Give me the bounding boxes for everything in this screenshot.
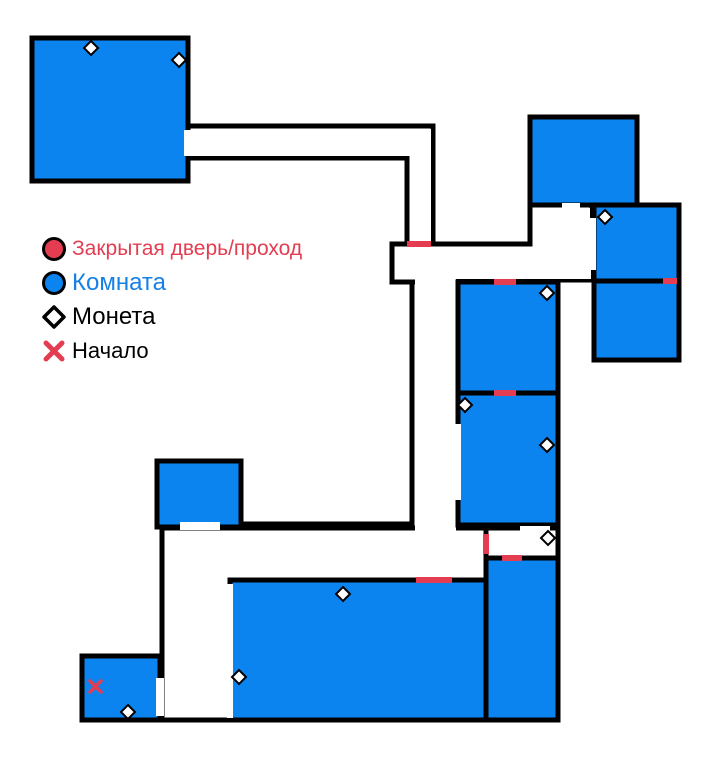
coin-icon	[538, 284, 556, 302]
door-center-upper	[494, 279, 516, 285]
legend-room: Комната	[40, 266, 302, 300]
door-large-south	[416, 577, 452, 583]
legend-start: Начало	[40, 334, 302, 368]
start-marker-icon	[88, 679, 103, 694]
legend-start-label: Начало	[72, 338, 149, 363]
diamond-icon	[40, 303, 68, 331]
coin-icon	[539, 529, 557, 547]
blue-circle-icon	[40, 269, 68, 297]
room-center-upper	[455, 279, 561, 396]
coin-icon	[230, 668, 248, 686]
coin-icon	[596, 208, 614, 226]
room-southeast	[483, 555, 561, 723]
coin-icon	[119, 703, 137, 721]
door-center-lower	[494, 390, 516, 396]
map-legend: Закрытая дверь/проход Комната Монета Нач…	[40, 232, 302, 368]
rooms	[29, 35, 682, 723]
corridor-fill	[165, 129, 591, 717]
coin-icon	[82, 39, 100, 57]
door-southeast	[502, 555, 522, 561]
open-passages	[156, 130, 596, 718]
door-east-split	[663, 278, 677, 284]
legend-coin-label: Монета	[72, 303, 156, 330]
door-north-corridor	[407, 241, 431, 247]
room-small-west	[154, 458, 244, 530]
legend-door-label: Закрытая дверь/проход	[72, 237, 303, 260]
closed-doors	[407, 241, 677, 583]
legend-coin: Монета	[40, 300, 302, 334]
coins	[82, 39, 614, 721]
room-northeast	[527, 114, 640, 208]
door-east-small	[483, 534, 489, 554]
red-circle-icon	[40, 235, 68, 263]
coin-icon	[170, 51, 188, 69]
room-center-lower	[455, 390, 561, 528]
coin-icon	[538, 436, 556, 454]
coin-icon	[334, 585, 352, 603]
legend-room-label: Комната	[72, 269, 166, 296]
room-large-south	[227, 577, 489, 723]
room-east-lower	[591, 278, 682, 363]
coin-icon	[456, 396, 474, 414]
room-northwest	[29, 35, 191, 184]
legend-door: Закрытая дверь/проход	[40, 232, 302, 266]
red-x-icon	[40, 337, 68, 365]
